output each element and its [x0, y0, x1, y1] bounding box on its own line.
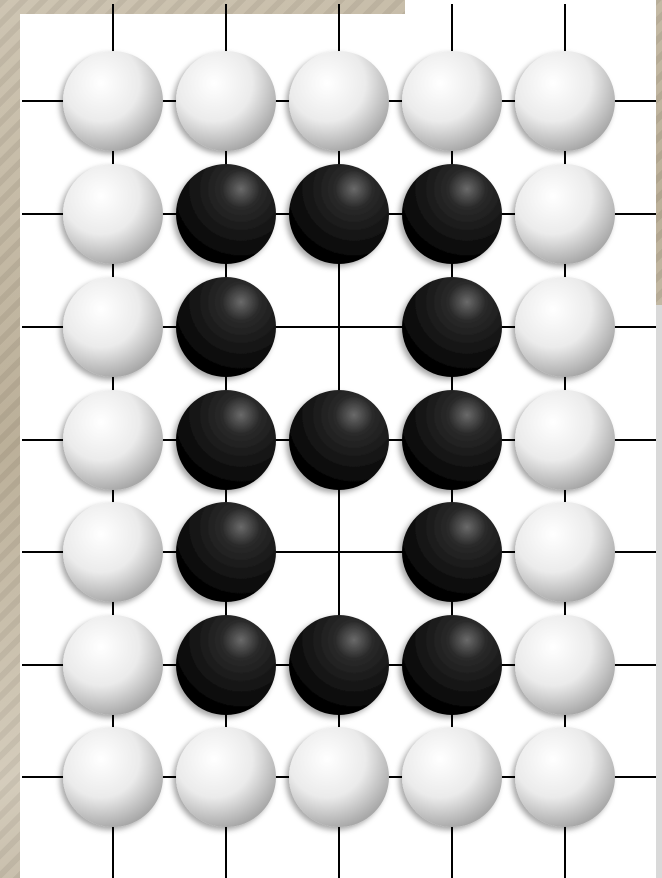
- white-stone-r3-c1: [63, 277, 163, 377]
- black-stone-r2-c3: [289, 164, 389, 264]
- white-stone-r4-c5: [515, 390, 615, 490]
- black-stone-r3-c2: [176, 277, 276, 377]
- white-stone-r7-c1: [63, 727, 163, 827]
- black-stone-r5-c4: [402, 502, 502, 602]
- white-stone-r7-c3: [289, 727, 389, 827]
- black-stone-r4-c4: [402, 390, 502, 490]
- black-stone-r4-c3: [289, 390, 389, 490]
- white-stone-r1-c1: [63, 51, 163, 151]
- black-stone-r3-c4: [402, 277, 502, 377]
- white-stone-r6-c1: [63, 615, 163, 715]
- white-stone-r1-c5: [515, 51, 615, 151]
- white-stone-r4-c1: [63, 390, 163, 490]
- black-stone-r2-c4: [402, 164, 502, 264]
- black-stone-r2-c2: [176, 164, 276, 264]
- white-stone-r1-c3: [289, 51, 389, 151]
- white-stone-r1-c2: [176, 51, 276, 151]
- stones-layer: [63, 51, 615, 827]
- white-stone-r2-c5: [515, 164, 615, 264]
- white-stone-r6-c5: [515, 615, 615, 715]
- black-stone-r6-c2: [176, 615, 276, 715]
- white-stone-r5-c5: [515, 502, 615, 602]
- white-stone-r7-c5: [515, 727, 615, 827]
- white-stone-r5-c1: [63, 502, 163, 602]
- white-stone-r2-c1: [63, 164, 163, 264]
- black-stone-r4-c2: [176, 390, 276, 490]
- black-stone-r5-c2: [176, 502, 276, 602]
- white-stone-r7-c4: [402, 727, 502, 827]
- black-stone-r6-c4: [402, 615, 502, 715]
- white-stone-r1-c4: [402, 51, 502, 151]
- black-stone-r6-c3: [289, 615, 389, 715]
- white-stone-r3-c5: [515, 277, 615, 377]
- white-stone-r7-c2: [176, 727, 276, 827]
